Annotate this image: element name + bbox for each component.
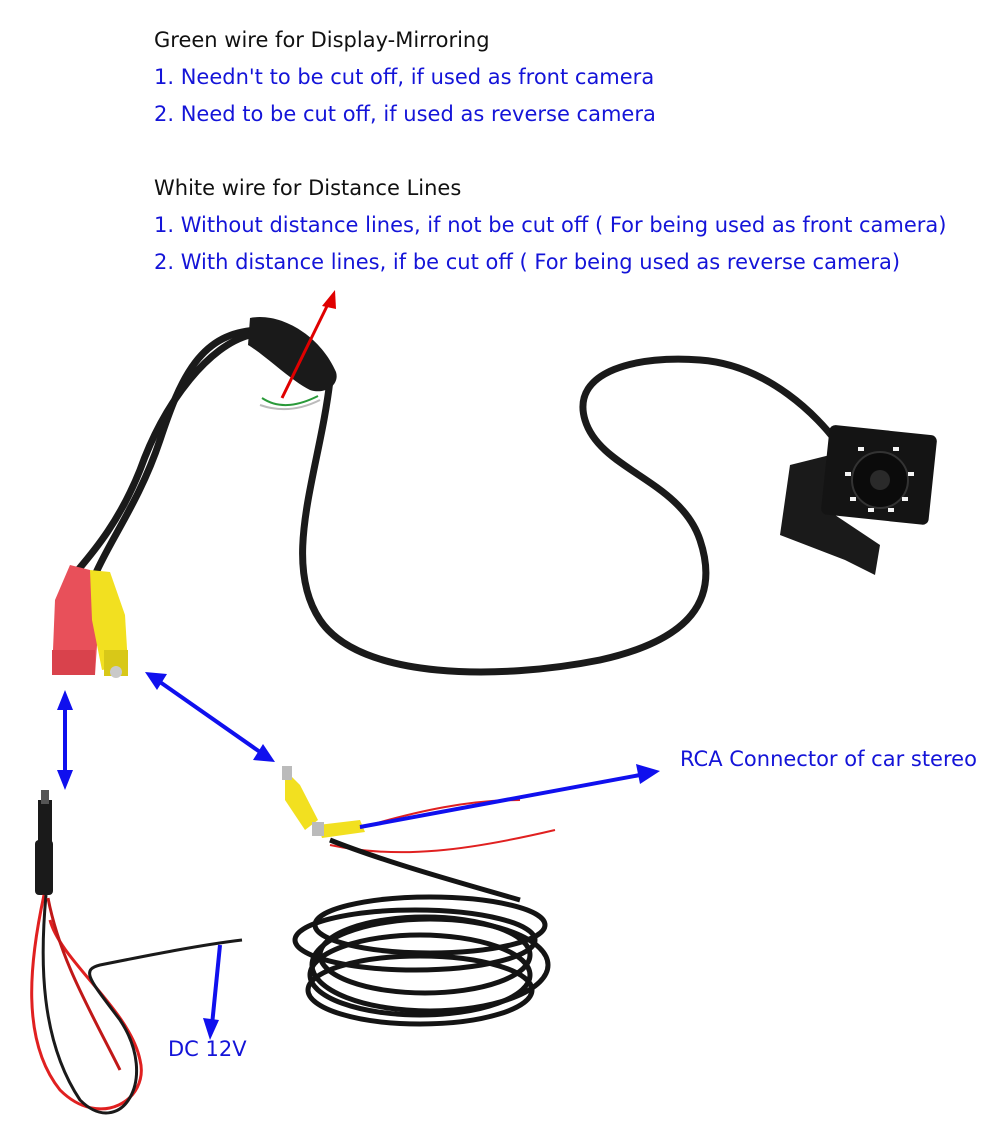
arrow-power-link	[57, 690, 73, 790]
green-wire-note: Green wire for Display-Mirroring 1. Need…	[154, 22, 656, 133]
camera-cable	[74, 326, 839, 676]
arrow-rca-label	[359, 764, 660, 829]
white-wire-item-2: 2. With distance lines, if be cut off ( …	[154, 250, 901, 274]
white-wire-item-1: 1. Without distance lines, if not be cut…	[154, 213, 947, 237]
dc-12v-label: DC 12V	[168, 1037, 247, 1061]
splitter-pointer-arrow	[280, 290, 336, 399]
white-wire-note: White wire for Distance Lines 1. Without…	[154, 170, 947, 281]
green-wire-item-1: 1. Needn't to be cut off, if used as fro…	[154, 65, 655, 89]
camera-head	[780, 425, 937, 575]
rca-power-plug-red	[52, 565, 100, 675]
white-wire-heading: White wire for Distance Lines	[154, 176, 462, 200]
cable-splitter	[248, 317, 337, 411]
dc-power-lead	[30, 790, 243, 1115]
arrow-video-link	[145, 672, 275, 762]
extension-cable	[282, 766, 556, 1027]
rca-video-plug-yellow	[90, 570, 128, 678]
rca-connector-label: RCA Connector of car stereo	[680, 747, 977, 771]
green-wire-heading: Green wire for Display-Mirroring	[154, 28, 490, 52]
arrow-dc-label	[203, 944, 222, 1040]
green-wire-item-2: 2. Need to be cut off, if used as revers…	[154, 102, 656, 126]
blue-arrows	[57, 672, 660, 1040]
